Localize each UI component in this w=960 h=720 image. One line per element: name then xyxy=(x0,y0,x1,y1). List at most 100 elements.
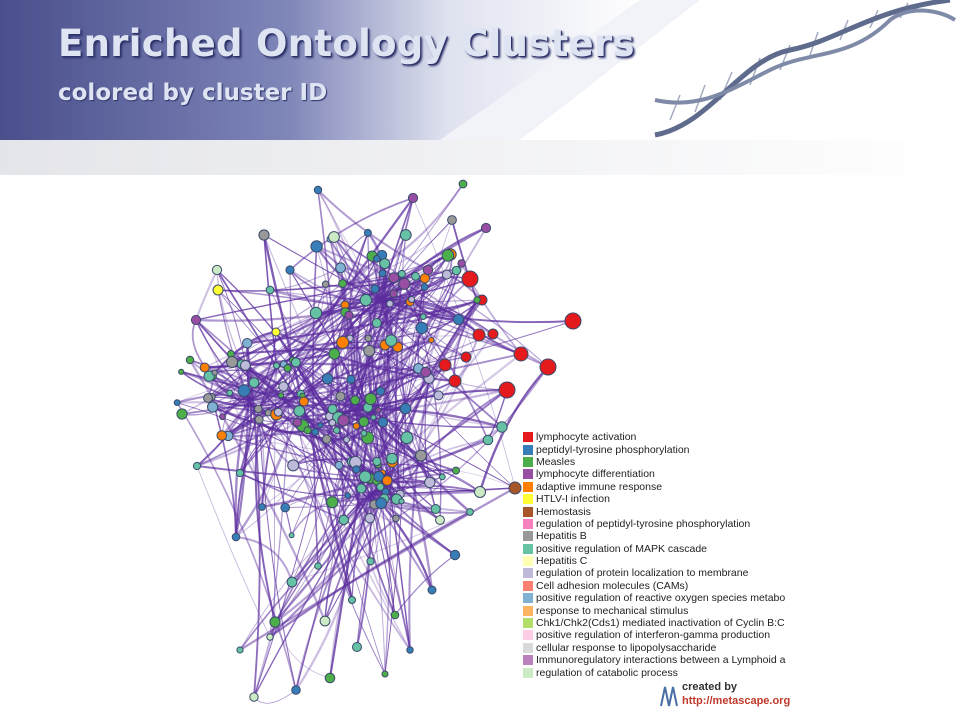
network-node xyxy=(370,414,377,421)
network-node xyxy=(309,306,323,320)
legend-label: regulation of peptidyl-tyrosine phosphor… xyxy=(536,517,751,530)
network-edge xyxy=(176,393,251,404)
network-edge xyxy=(380,502,434,591)
network-node xyxy=(313,185,323,195)
legend-item: Cell adhesion molecules (CAMs) xyxy=(523,580,791,592)
legend-label: regulation of catabolic process xyxy=(536,666,678,679)
legend-item: response to mechanical stimulus xyxy=(523,604,791,617)
network-edge xyxy=(295,464,379,691)
network-node xyxy=(398,498,405,505)
network-node xyxy=(211,369,218,376)
network-edge xyxy=(176,402,297,691)
network-node xyxy=(496,421,508,433)
network-edge xyxy=(216,269,251,401)
network-node xyxy=(321,373,334,385)
network-node xyxy=(288,532,295,539)
network-node xyxy=(360,429,368,437)
network-edge xyxy=(317,350,370,567)
network-node xyxy=(248,377,260,389)
legend-item: regulation of peptidyl-tyrosine phosphor… xyxy=(523,518,791,530)
legend-item: lymphocyte activation xyxy=(523,431,791,443)
network-node xyxy=(406,646,414,654)
network-edge xyxy=(337,269,429,418)
network-edge xyxy=(451,219,478,301)
network-node xyxy=(287,459,300,472)
network-edge xyxy=(275,331,494,338)
network-edge xyxy=(408,378,431,651)
network-node xyxy=(428,337,435,344)
network-node xyxy=(334,460,344,470)
network-edge xyxy=(312,246,319,567)
network-edge xyxy=(253,494,371,698)
legend-swatch xyxy=(523,556,533,567)
credit-link[interactable]: http://metascape.org xyxy=(682,695,791,707)
legend-label: Measles xyxy=(536,455,576,468)
network-node xyxy=(335,262,347,274)
network-edge xyxy=(221,434,430,484)
network-node xyxy=(203,393,213,403)
legend-swatch xyxy=(523,605,533,616)
network-node xyxy=(199,362,210,373)
network-node xyxy=(293,405,306,417)
network-edge xyxy=(195,319,376,506)
network-node xyxy=(363,344,376,357)
network-node xyxy=(352,465,361,474)
legend-item: cellular response to lipopolysaccharide xyxy=(523,642,791,654)
legend-swatch xyxy=(523,469,533,480)
network-node xyxy=(317,422,324,429)
legend-label: HTLV-I infection xyxy=(536,493,610,506)
network-node xyxy=(359,293,373,307)
network-node xyxy=(364,513,375,524)
network-edge xyxy=(424,277,549,368)
network-edge xyxy=(399,299,478,495)
network-edge xyxy=(303,376,352,402)
network-edge xyxy=(289,269,393,459)
network-node xyxy=(303,426,312,435)
network-edge xyxy=(196,299,483,467)
network-node xyxy=(386,452,398,465)
network-node xyxy=(422,264,434,276)
network-edge xyxy=(235,536,293,583)
legend-label: response to mechanical stimulus xyxy=(536,604,689,617)
network-node xyxy=(190,314,202,326)
network-edge xyxy=(379,226,487,301)
legend-label: positive regulation of reactive oxygen s… xyxy=(536,592,786,605)
network-edge xyxy=(295,494,372,691)
network-edge xyxy=(478,366,549,493)
network-node xyxy=(441,269,452,280)
network-node xyxy=(328,418,337,427)
network-edge xyxy=(247,275,416,344)
network-node xyxy=(226,356,238,368)
network-edge xyxy=(280,394,411,651)
network-node xyxy=(399,402,412,415)
network-node xyxy=(415,449,427,462)
network-node xyxy=(447,215,457,225)
network-node xyxy=(458,179,468,189)
page-subtitle: colored by cluster ID xyxy=(58,80,328,106)
network-node xyxy=(364,334,372,342)
network-node xyxy=(457,259,466,268)
network-node xyxy=(352,422,360,430)
network-edge xyxy=(303,315,424,403)
network-edge xyxy=(329,494,371,679)
network-edge xyxy=(274,365,277,623)
network-node xyxy=(388,272,400,284)
network-edge xyxy=(333,236,381,301)
network-edge xyxy=(315,245,424,318)
network-node xyxy=(376,386,385,396)
network-node xyxy=(322,434,332,444)
network-edge xyxy=(261,414,278,508)
network-edge xyxy=(403,283,459,321)
network-node xyxy=(372,456,382,467)
network-node xyxy=(438,358,452,372)
legend-item: Chk1/Chk2(Cds1) mediated inactivation of… xyxy=(523,617,791,629)
network-edge xyxy=(244,365,411,651)
legend-item: Hepatitis B xyxy=(523,530,791,542)
network-node xyxy=(253,404,263,414)
network-node xyxy=(344,310,354,320)
network-edge xyxy=(405,263,463,438)
network-node xyxy=(285,265,295,275)
network-node xyxy=(378,269,387,278)
network-node xyxy=(474,486,486,498)
credit-footer: created by http://metascape.org xyxy=(660,681,800,711)
